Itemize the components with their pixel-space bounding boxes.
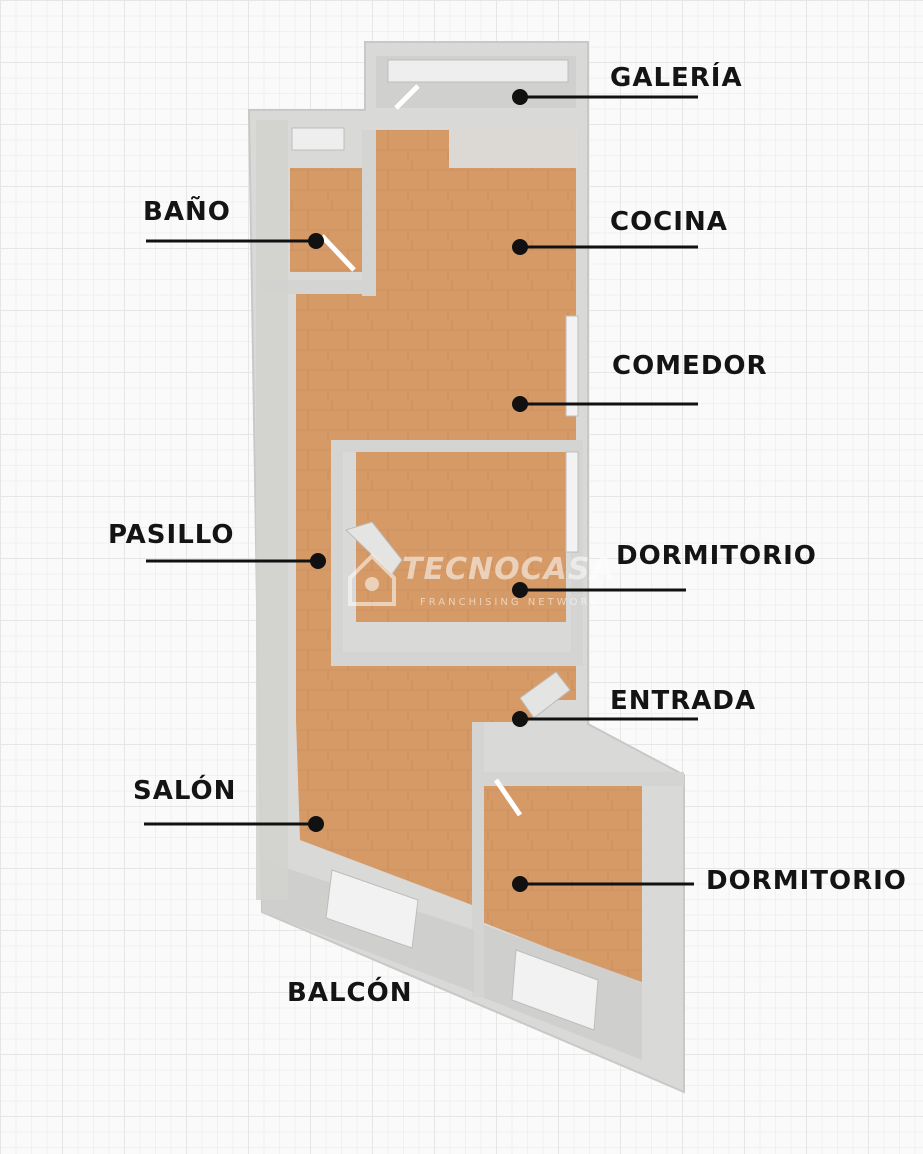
window (325, 869, 419, 949)
label-entrada: ENTRADA (610, 686, 757, 716)
label-comedor: COMEDOR (612, 351, 768, 381)
window (291, 127, 345, 151)
label-balcon: BALCÓN (287, 978, 413, 1008)
window (387, 59, 569, 83)
label-dormitorio-1: DORMITORIO (616, 541, 817, 571)
door (519, 671, 571, 719)
bano-floor (290, 168, 362, 272)
leader-dormitorio-1 (512, 582, 686, 598)
door (320, 234, 356, 272)
leader-dormitorio-2 (512, 876, 694, 892)
door (394, 84, 420, 110)
main-floor (296, 130, 576, 905)
window (511, 949, 599, 1031)
window (565, 315, 579, 417)
leader-pasillo (146, 553, 326, 569)
label-dormitorio-2: DORMITORIO (706, 866, 907, 896)
label-salon: SALÓN (133, 776, 237, 806)
door (493, 778, 523, 817)
leader-comedor (512, 396, 698, 412)
window (565, 451, 579, 553)
leader-bano (146, 233, 324, 249)
leader-salon (144, 816, 324, 832)
label-pasillo: PASILLO (108, 520, 235, 550)
leader-entrada (512, 711, 698, 727)
tecnocasa-logo-icon (348, 553, 396, 606)
label-galeria: GALERÍA (610, 63, 743, 93)
leader-cocina (512, 239, 698, 255)
label-cocina: COCINA (610, 207, 728, 237)
watermark-brand: TECNOCASA (402, 552, 615, 587)
leader-galeria (512, 89, 698, 105)
watermark-tagline: FRANCHISING NETWORK (420, 597, 600, 608)
dormitorio-1-floor (356, 450, 566, 622)
label-bano: BAÑO (143, 197, 231, 227)
